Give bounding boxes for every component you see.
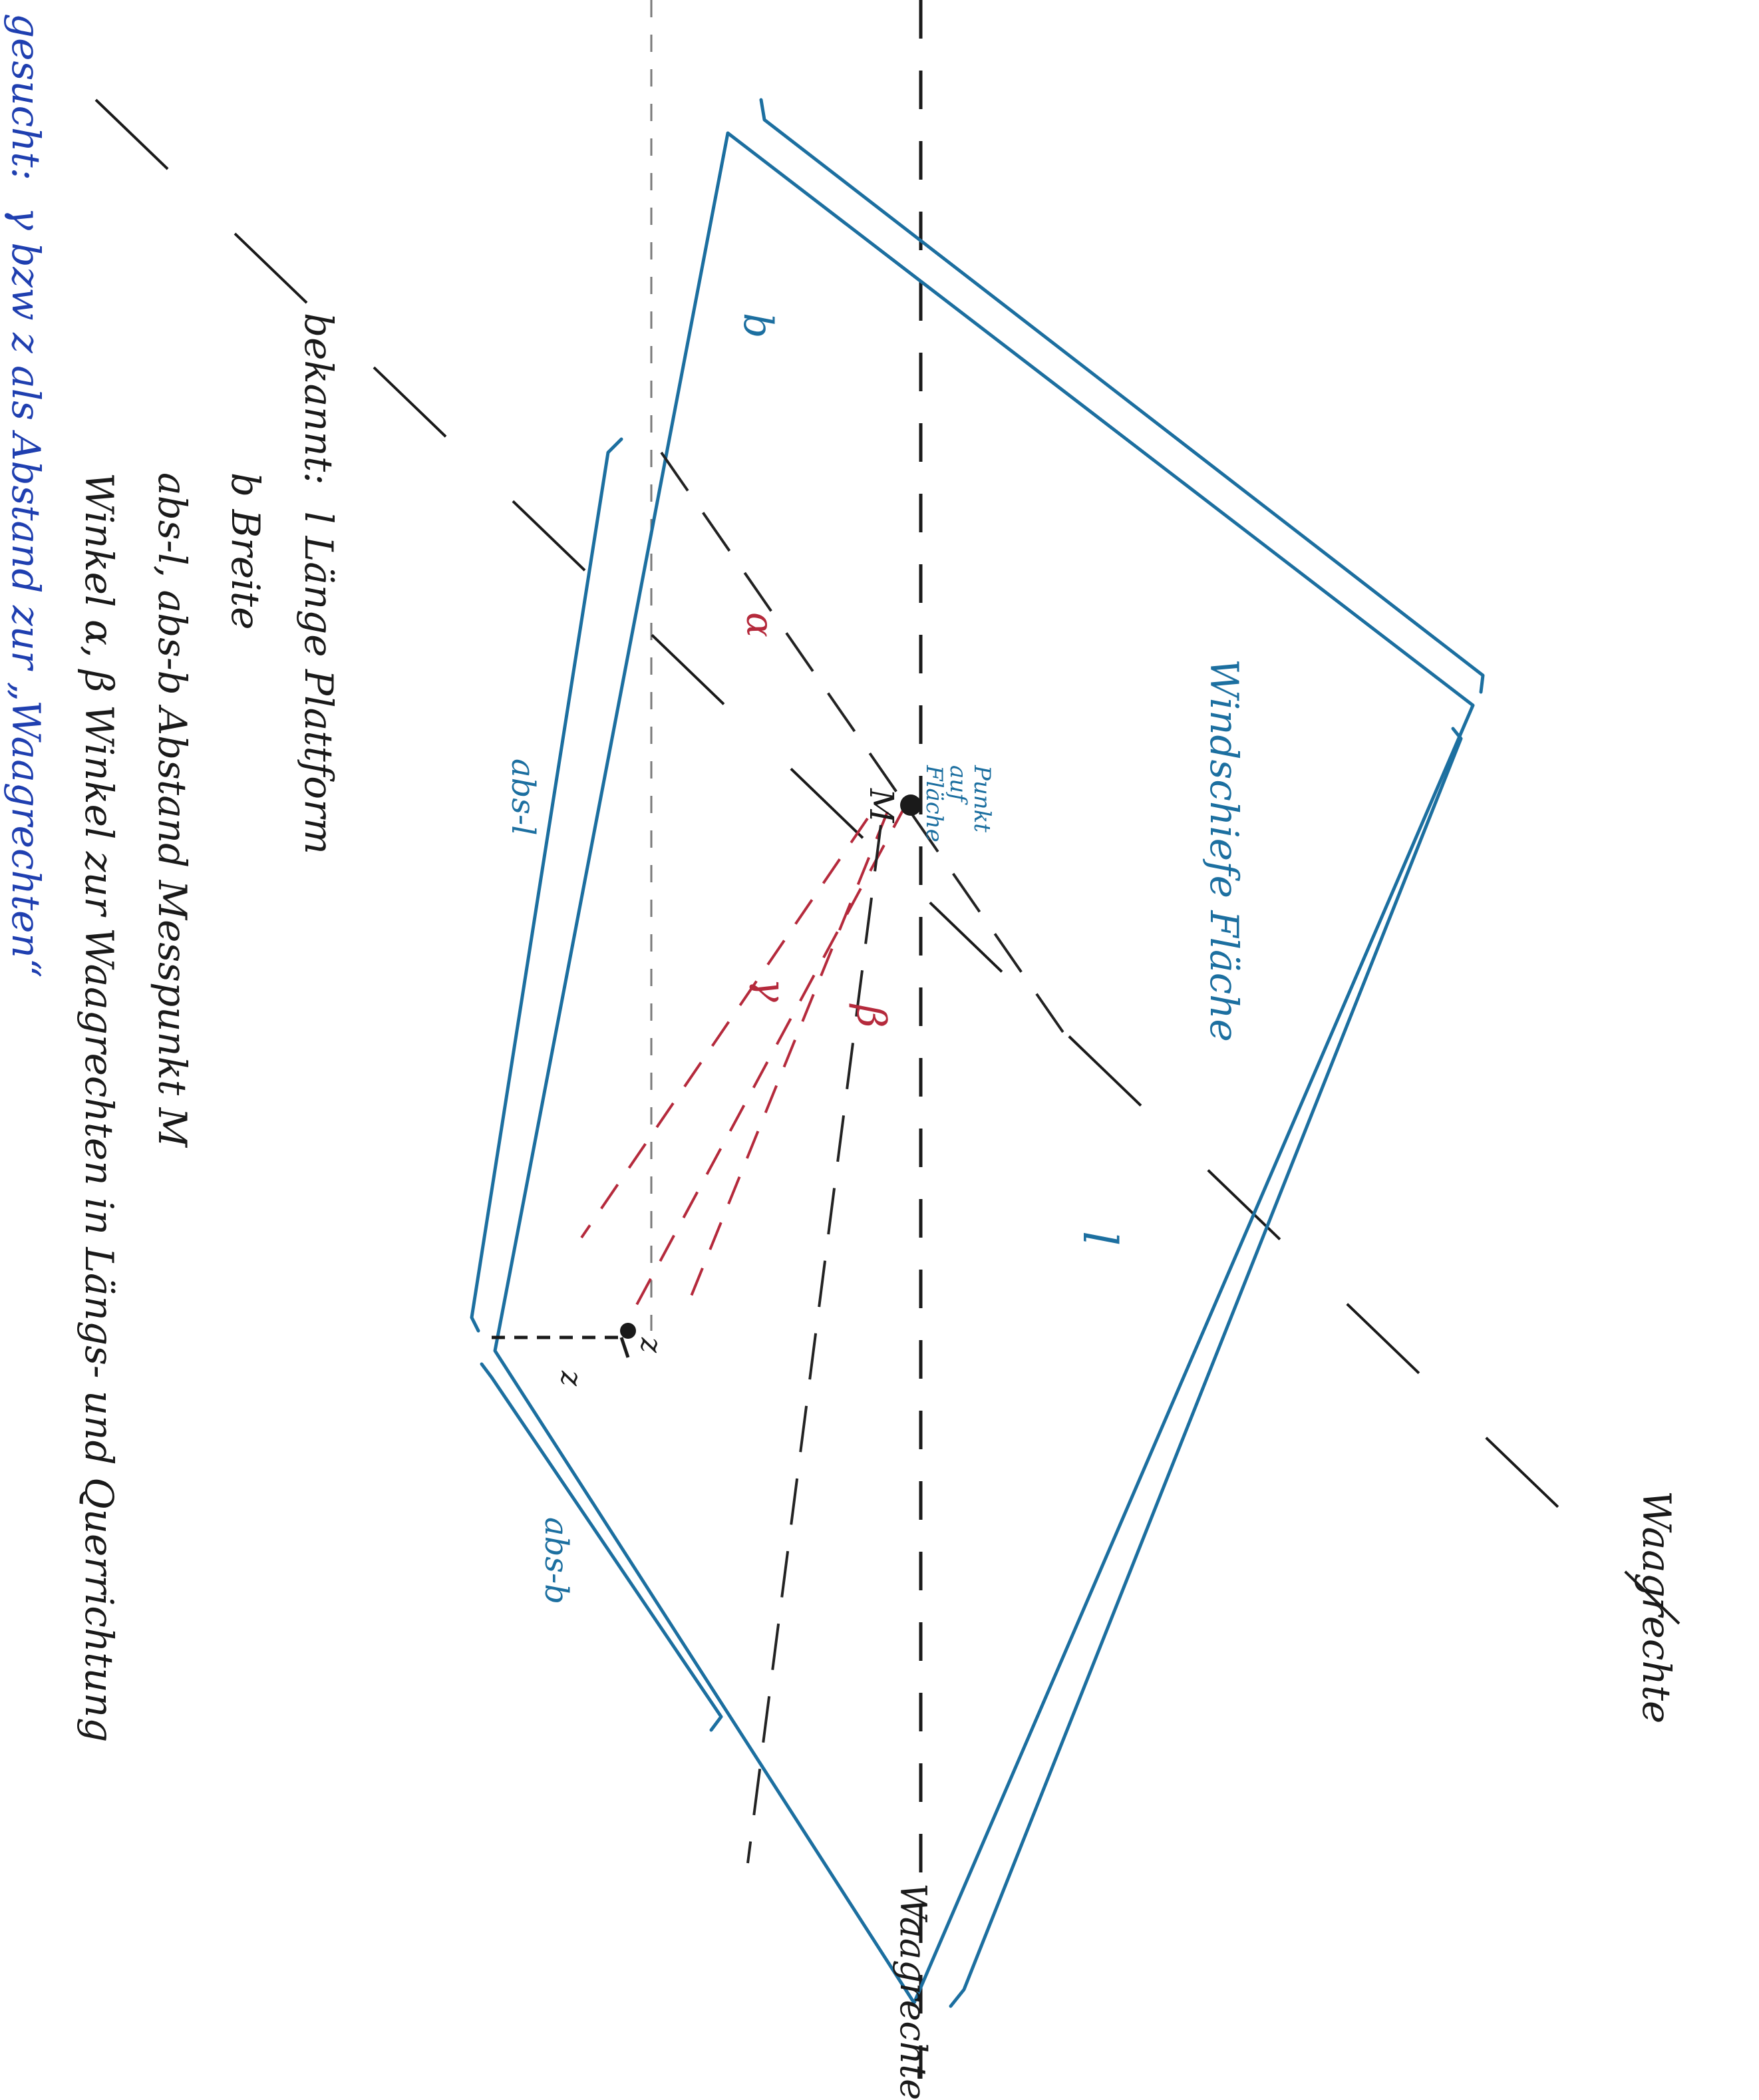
label-punkt-auf-flaeche: Punkt auf Fläche — [921, 765, 995, 842]
red-ray-3 — [580, 817, 869, 1239]
platform-edge-b — [759, 98, 1485, 694]
legend-bekannt-line-2: abs-l, abs-b Abstand Messpunkt M — [150, 472, 195, 1148]
label-z1: z — [634, 1337, 668, 1353]
platform-outline — [493, 131, 1475, 2005]
legend-bekannt-label: bekannt: — [296, 313, 341, 485]
label-waagrechte-lower: Waagrechte — [892, 1883, 934, 2100]
label-abs-l: abs-l — [504, 759, 542, 836]
beta-line — [746, 824, 882, 1864]
platform-edge-absb — [480, 1362, 723, 1732]
legend-gesucht-label: gesucht: — [3, 13, 49, 181]
legend-gesucht-row: gesucht: γ bzw z als Abstand zur „Waagre… — [0, 13, 63, 1742]
legend-bekannt-line-3: Winkel α, β Winkel zur Waagrechten in Lä… — [77, 472, 122, 1743]
label-gamma: γ — [748, 978, 794, 1002]
label-z2: z — [554, 1371, 588, 1387]
legend-bekannt-line-1: b Breite — [223, 472, 268, 630]
label-windschiefe-flaeche: Windschiefe Fläche — [1201, 659, 1247, 1042]
measuring-point-m — [900, 794, 921, 816]
label-alpha: α — [738, 612, 781, 637]
label-waagrechte-right: Waagrechte — [1634, 1490, 1679, 1724]
platform-edge-absl — [470, 437, 623, 1333]
legend-bekannt-line-0: l Länge Plattform — [296, 511, 341, 854]
z-point — [620, 1323, 636, 1339]
diagonal-waagrechte-line — [94, 98, 1680, 1625]
red-ray-2 — [687, 811, 889, 1305]
label-abs-b: abs-b — [538, 1517, 575, 1604]
dashed-diagonal-through-m — [660, 451, 1068, 1039]
legend-gesucht-line: γ bzw z als Abstand zur „Waagrechten“ — [3, 207, 49, 978]
label-l-right: l — [1072, 1231, 1127, 1246]
platform-edge-l — [949, 727, 1463, 2008]
label-beta: β — [848, 1005, 894, 1028]
legend-block: bekannt: l Länge Plattform b Breite abs-… — [0, 13, 355, 1743]
z-bracket-side — [619, 1337, 630, 1358]
label-b-top: b — [734, 313, 781, 339]
label-m: M — [862, 788, 901, 823]
legend-bekannt-row: bekannt: l Länge Plattform — [282, 313, 355, 1742]
